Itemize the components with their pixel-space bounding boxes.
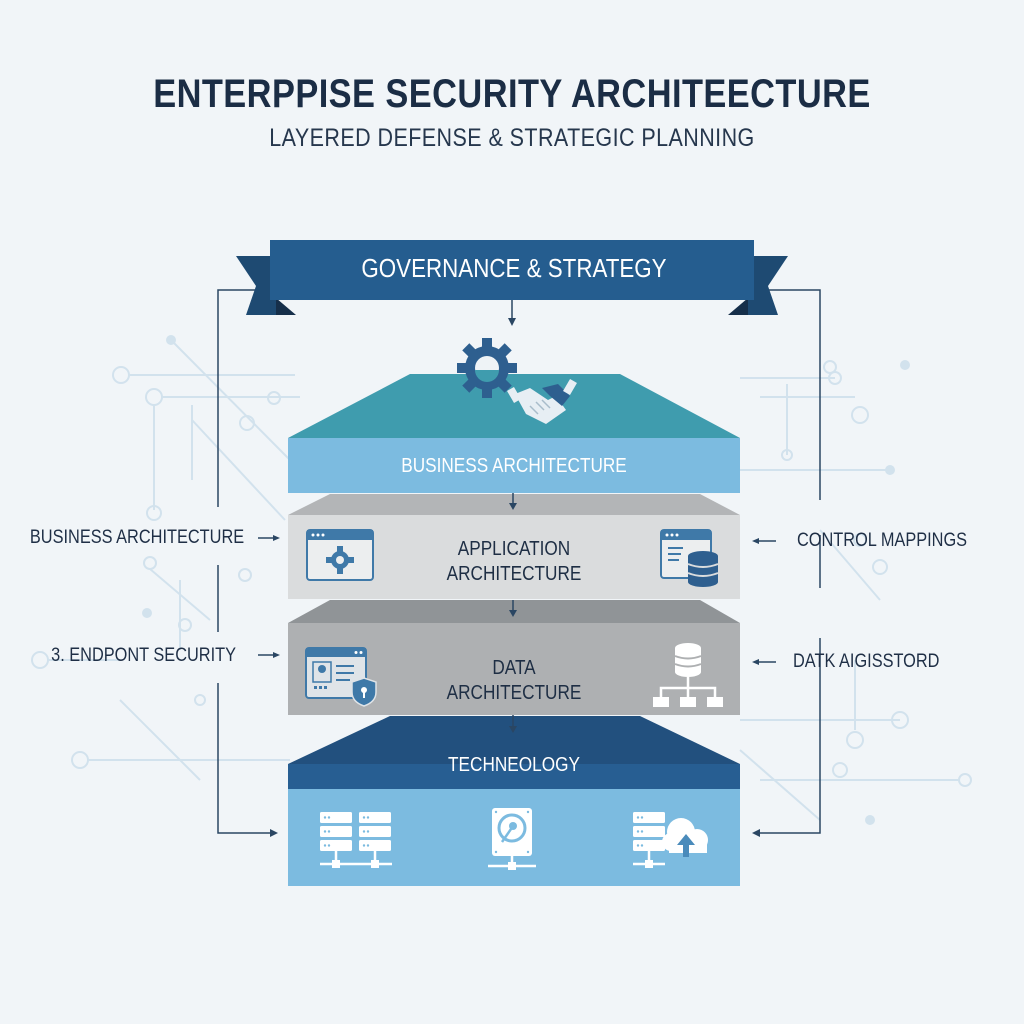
handshake-icon: [507, 378, 577, 424]
database-network-icon: [653, 643, 723, 707]
governance-banner: [270, 240, 754, 300]
circuit-background: [31, 335, 972, 825]
hard-drive-network-icon: [488, 808, 536, 870]
page-subtitle: LAYERED DEFENSE & STRATEGIC PLANNING: [269, 124, 755, 152]
side-label-endpoint-security: 3. ENDPONT SECURITY: [51, 645, 236, 666]
layer-data-label-line1: DATA: [492, 657, 536, 679]
banner-right-fold: [728, 298, 748, 315]
side-arrows: [258, 535, 776, 665]
layer-application-label-line1: APPLICATION: [457, 538, 571, 560]
side-label-data-registered: DATK AIGISSTORD: [793, 651, 940, 672]
layer-application-label-line2: ARCHITECTURE: [446, 563, 582, 585]
business-layer-front: [288, 438, 740, 493]
gear-icon: [457, 338, 517, 398]
feedback-loop-lines: [217, 289, 821, 834]
technology-layer-band: [288, 764, 740, 789]
governance-banner-label: GOVERNANCE & STRATEGY: [361, 253, 667, 283]
loop-arrowheads: [270, 829, 760, 837]
banner-right-tail: [748, 256, 788, 315]
app-window-database-icon: [660, 529, 719, 587]
technology-layer-top: [288, 716, 740, 764]
side-label-business-architecture: BUSINESS ARCHITECTURE: [29, 527, 244, 548]
layer-data-label-line2: ARCHITECTURE: [446, 682, 582, 704]
banner-left-fold: [276, 298, 296, 315]
server-cloud-upload-icon: [633, 812, 708, 868]
id-card-shield-icon: [305, 647, 377, 707]
flow-arrows: [509, 493, 517, 733]
app-window-gear-icon: [306, 529, 374, 581]
server-rack-network-icon: [320, 812, 392, 868]
page-title: ENTERPPISE SECURITY ARCHITEECTURE: [153, 72, 871, 116]
business-layer-top: [288, 374, 740, 438]
layer-business-label: BUSINESS ARCHITECTURE: [401, 455, 627, 477]
layer-technology-label: TECHNEOLOGY: [448, 754, 580, 776]
banner-left-tail: [236, 256, 276, 315]
side-label-control-mappings: CONTROL MAPPINGS: [797, 530, 968, 551]
